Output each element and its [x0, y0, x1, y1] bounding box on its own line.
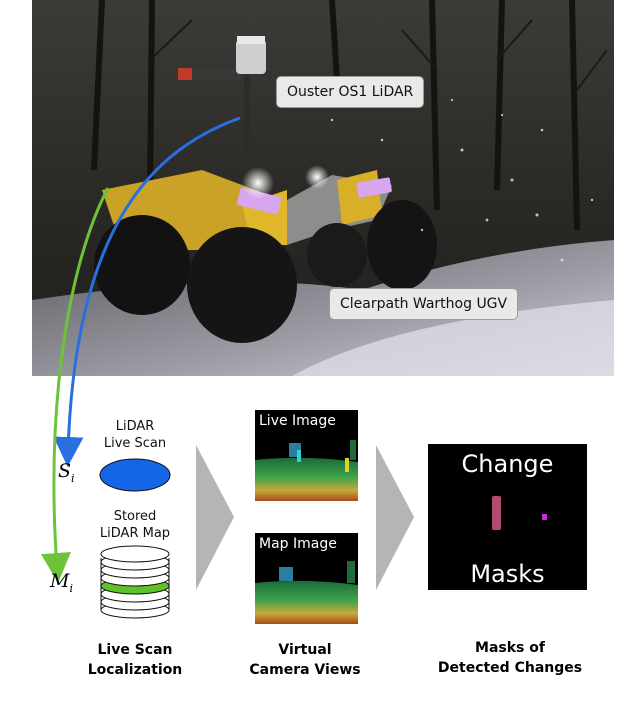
caption-localization: Live Scan Localization — [60, 640, 210, 680]
map-image-view: Map Image — [255, 533, 358, 624]
masks-top-label: Change — [428, 450, 587, 478]
caption-detected-changes-line2: Detected Changes — [415, 658, 605, 678]
live-image-label: Live Image — [259, 413, 336, 429]
map-symbol-letter: M — [50, 570, 69, 592]
caption-detected-changes-line1: Masks of — [415, 638, 605, 658]
scan-symbol-sub: i — [71, 472, 75, 485]
caption-camera-views-line1: Virtual — [230, 640, 380, 660]
live-scan-label: LiDAR Live Scan — [90, 418, 180, 452]
live-scan-label-line2: Live Scan — [90, 435, 180, 452]
map-symbol: Mi — [50, 570, 73, 595]
stored-map-label-line2: LiDAR Map — [80, 525, 190, 542]
caption-localization-line1: Live Scan — [60, 640, 210, 660]
scan-symbol: Si — [58, 460, 75, 485]
process-chevron-1 — [196, 445, 234, 590]
map-symbol-sub: i — [69, 582, 73, 595]
caption-camera-views-line2: Camera Views — [230, 660, 380, 680]
lidar-to-scan-arrow — [68, 118, 240, 452]
scan-symbol-letter: S — [58, 460, 71, 482]
change-masks-panel: Change Masks — [428, 444, 587, 590]
process-chevron-2 — [376, 445, 414, 590]
map-image-label: Map Image — [259, 536, 337, 552]
caption-detected-changes: Masks of Detected Changes — [415, 638, 605, 678]
stored-map-cylinder — [101, 546, 169, 618]
mask-blob-pink — [492, 496, 501, 530]
stored-map-label: Stored LiDAR Map — [80, 508, 190, 542]
mask-blob-magenta — [542, 514, 547, 520]
caption-localization-line2: Localization — [60, 660, 210, 680]
stored-map-label-line1: Stored — [80, 508, 190, 525]
caption-camera-views: Virtual Camera Views — [230, 640, 380, 680]
live-scan-ellipse — [100, 459, 170, 491]
live-scan-label-line1: LiDAR — [90, 418, 180, 435]
masks-bottom-label: Masks — [428, 560, 587, 588]
live-image-view: Live Image — [255, 410, 358, 501]
